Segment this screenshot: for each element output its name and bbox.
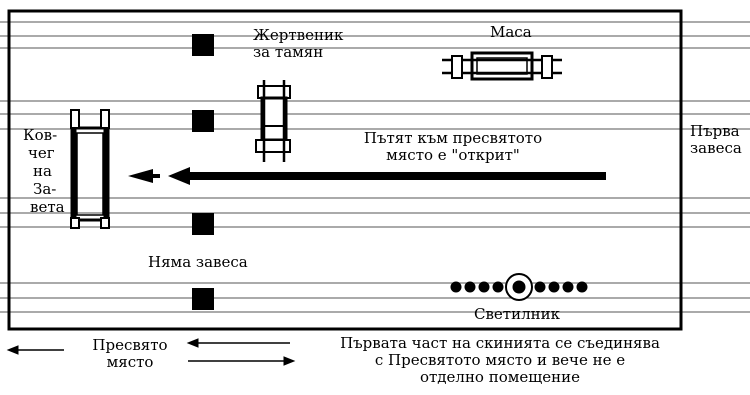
no-veil-label: Няма завеса — [148, 253, 248, 271]
legend-arrows — [6, 338, 296, 366]
lampstand-label: Светилник — [474, 305, 560, 323]
incense-altar-shape — [255, 80, 291, 162]
first-veil-label: Първа завеса — [690, 122, 742, 157]
legend-note: Първата част на скинията се съединява с … — [340, 334, 660, 386]
incense-altar-label: Жертвеник за тамян — [253, 26, 344, 61]
table-label: Маса — [490, 23, 532, 41]
pillar — [192, 288, 214, 310]
open-path-label: Пътят към пресвятото място е "открит" — [363, 129, 543, 164]
pillar — [192, 110, 214, 132]
table-shape — [442, 51, 562, 81]
ark-label: Ков- чег на За- вета — [23, 126, 65, 216]
tabernacle-outline — [7, 9, 683, 331]
holy-of-holies-label: Пресвято място — [92, 336, 168, 371]
pillar — [192, 34, 214, 56]
ark-of-covenant-shape — [70, 109, 110, 229]
lampstand-shape — [450, 273, 588, 301]
pillar — [192, 213, 214, 235]
open-path-arrow — [128, 167, 606, 185]
curtain-lines — [0, 21, 750, 313]
